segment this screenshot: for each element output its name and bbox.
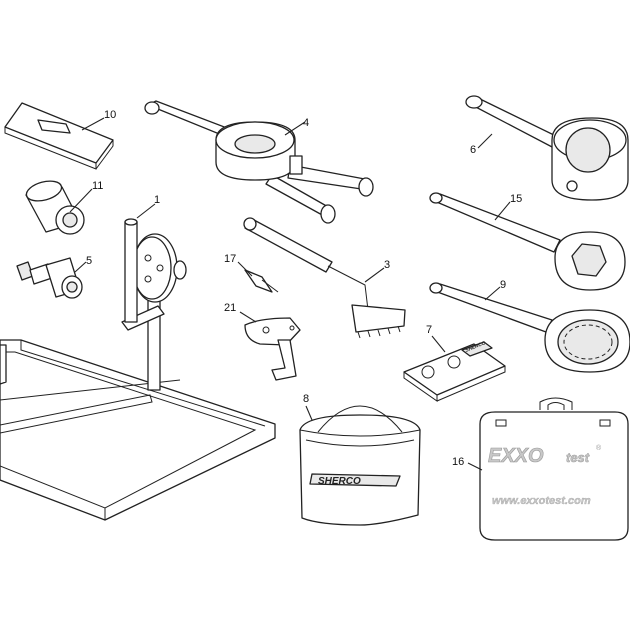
case-url: www.exxotest.com	[492, 495, 591, 507]
part-1-stand	[0, 218, 276, 521]
leader-5	[74, 261, 87, 273]
leader-17	[237, 261, 253, 277]
callout-10: 10	[104, 109, 116, 121]
callout-6: 6	[470, 144, 476, 156]
leader-4	[284, 121, 306, 136]
part-9-toothed-spanner	[429, 282, 630, 373]
leader-9	[484, 286, 501, 301]
part-7-manual: SHERCO	[403, 340, 506, 402]
callout-8: 8	[303, 393, 309, 405]
part-10-shim-plate	[4, 102, 114, 170]
callout-17: 17	[224, 253, 236, 265]
part-4-ring-puller	[144, 100, 374, 224]
part-8-bag: SHERCO	[299, 405, 421, 526]
leader-11	[69, 188, 93, 213]
leader-21	[239, 311, 257, 323]
leader-16	[467, 462, 483, 471]
callout-15: 15	[510, 193, 522, 205]
callout-3: 3	[384, 259, 390, 271]
part-3-comb-tool	[243, 217, 406, 339]
part-5-bolt-nut	[16, 257, 83, 299]
callout-9: 9	[500, 279, 506, 291]
leader-8	[305, 405, 313, 421]
callout-1: 1	[154, 194, 160, 206]
callout-16: 16	[452, 456, 464, 468]
callout-11: 11	[92, 180, 103, 192]
part-11-sleeve	[25, 180, 85, 235]
case-brand-main: EXXO	[488, 445, 544, 467]
leader-1	[136, 203, 156, 219]
leader-3	[364, 267, 385, 283]
leader-7	[431, 335, 446, 353]
part-6-ring-spanner	[465, 95, 629, 201]
part-16-case: EXXO test ® www.exxotest.com	[479, 397, 629, 541]
callout-21: 21	[224, 302, 236, 314]
bag-brand: SHERCO	[318, 476, 361, 487]
leader-15	[494, 201, 511, 221]
part-15-hex-spanner	[429, 192, 626, 291]
leader-10	[81, 117, 105, 131]
case-brand-sub: test	[566, 450, 590, 465]
callout-5: 5	[86, 255, 92, 267]
callout-4: 4	[303, 117, 309, 129]
case-brand-reg: ®	[596, 444, 602, 452]
part-21-bracket	[244, 317, 301, 381]
callout-7: 7	[426, 324, 432, 336]
leader-6	[477, 133, 493, 149]
